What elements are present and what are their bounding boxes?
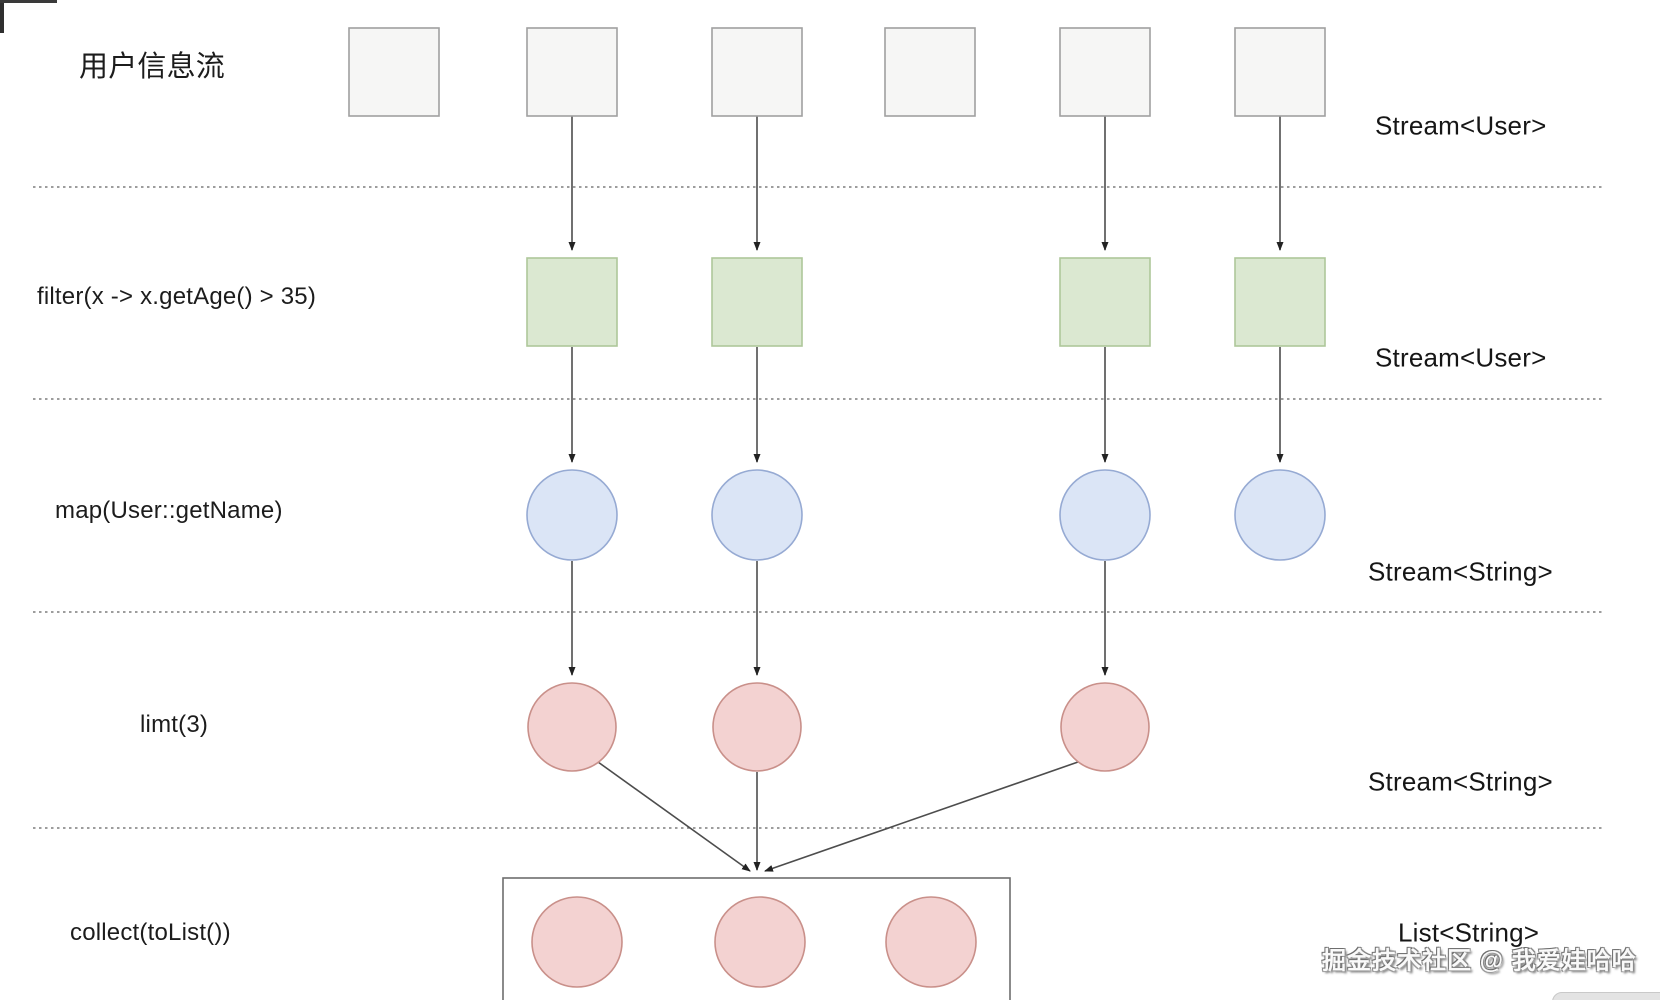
mapped-item: [526, 469, 618, 561]
flow-arrow: [764, 761, 1079, 872]
mapped-item: [1234, 469, 1326, 561]
filtered-item: [1059, 257, 1151, 347]
filtered-item: [526, 257, 618, 347]
limited-item: [1060, 682, 1150, 772]
top-left-artifact-horizontal: [0, 0, 57, 3]
mapped-item: [711, 469, 803, 561]
mapped-item: [1059, 469, 1151, 561]
source-item: [1234, 27, 1326, 117]
stage-label-stream-user-2: Stream<User>: [1375, 342, 1547, 373]
source-item: [884, 27, 976, 117]
flow-arrow: [597, 761, 751, 872]
stage-label-list-string: List<String>: [1398, 917, 1540, 948]
source-item: [1059, 27, 1151, 117]
source-item: [711, 27, 803, 117]
top-left-artifact-vertical: [0, 0, 4, 33]
row-label-map: map(User::getName): [55, 497, 283, 524]
row-label-collect: collect(toList()): [70, 919, 231, 946]
row-label-source: 用户信息流: [79, 51, 226, 83]
collected-item: [885, 896, 977, 988]
source-item: [526, 27, 618, 117]
stage-label-stream-string-1: Stream<String>: [1368, 556, 1553, 587]
filtered-item: [1234, 257, 1326, 347]
watermark-text: 掘金技术社区 @ 我爱娃哈哈: [1322, 947, 1637, 975]
stage-label-stream-user-1: Stream<User>: [1375, 110, 1547, 141]
filtered-item: [711, 257, 803, 347]
stage-label-stream-string-2: Stream<String>: [1368, 766, 1553, 797]
limited-item: [712, 682, 802, 772]
limited-item: [527, 682, 617, 772]
source-item: [348, 27, 440, 117]
collected-item: [714, 896, 806, 988]
collected-item: [531, 896, 623, 988]
corner-pill: [1552, 992, 1660, 1000]
row-label-limit: limt(3): [140, 711, 209, 738]
row-label-filter: filter(x -> x.getAge() > 35): [37, 283, 317, 310]
